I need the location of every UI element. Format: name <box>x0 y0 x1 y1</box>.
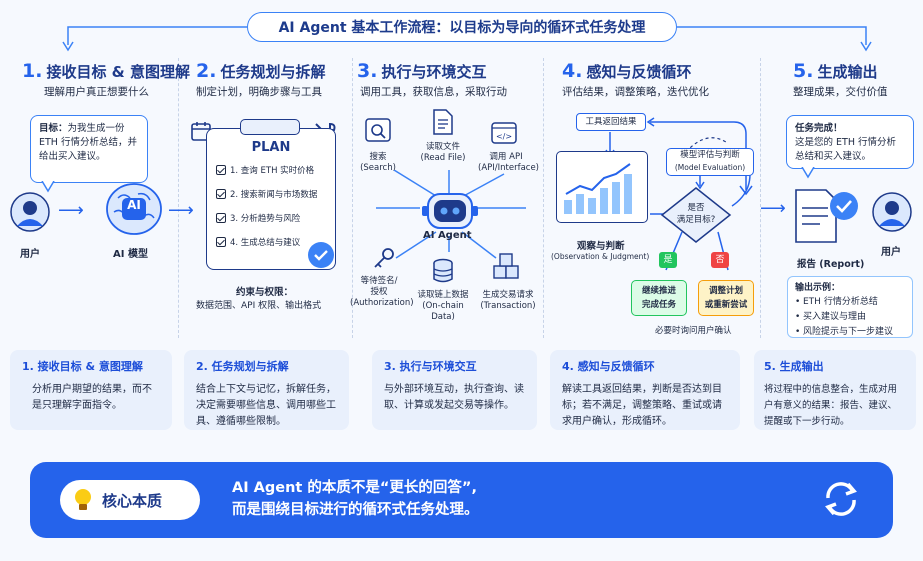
step-1-subtitle: 理解用户真正想要什么 <box>44 86 149 98</box>
core-text: AI Agent 的本质不是“更长的回答”, 而是围绕目标进行的循环式任务处理。 <box>232 480 479 518</box>
transaction-label: 生成交易请求(Transaction) <box>480 290 536 311</box>
step-card: 1. 接收目标 & 意图理解 分析用户期望的结果，而不是只理解字面指令。 <box>10 350 172 430</box>
decision-diamond <box>660 187 732 243</box>
divider <box>178 58 179 338</box>
observe-title: 观察与判断 <box>577 241 625 252</box>
svg-text:</>: </> <box>496 132 512 141</box>
divider <box>760 58 761 338</box>
step-3-title: 3.执行与环境交互 <box>357 60 487 82</box>
search-tool-icon <box>365 118 391 142</box>
arrow-right-icon: ⟶ <box>58 200 84 221</box>
yes-badge: 是 <box>659 252 677 268</box>
key-icon <box>374 248 394 268</box>
bubble-tail <box>801 167 815 179</box>
plan-item: 4. 生成总结与建议 <box>216 230 334 254</box>
plan-title: PLAN <box>251 140 291 155</box>
report-label: 报告 (Report) <box>797 259 865 270</box>
eval-box: 模型评估与判断 (Model Evaluation) <box>666 148 754 176</box>
check-badge-icon <box>308 242 334 268</box>
constraints-text: 数据范围、API 权限、输出格式 <box>196 301 322 311</box>
confirm-text: 必要时询问用户确认 <box>655 326 732 336</box>
step-1-title: 1.接收目标 & 意图理解 <box>22 60 190 82</box>
user-label: 用户 <box>881 247 901 258</box>
step-2-subtitle: 制定计划，明确步骤与工具 <box>196 86 322 98</box>
step-3-subtitle: 调用工具，获取信息，采取行动 <box>360 86 507 98</box>
divider <box>352 58 353 338</box>
api-label: 调用 API(API/Interface) <box>478 152 539 173</box>
blocks-icon <box>493 253 519 279</box>
plan-list: 1. 查询 ETH 实时价格 2. 搜索新闻与市场数据 3. 分析趋势与风险 4… <box>216 158 334 254</box>
chain-label: 读取链上数据(On-chain Data) <box>417 290 469 322</box>
ai-badge: AI <box>127 198 141 212</box>
document-icon <box>433 109 453 135</box>
brain-icon <box>106 183 162 235</box>
user-label: 用户 <box>20 249 40 260</box>
example-item: 风险提示与下一步建议 <box>795 325 905 340</box>
ai-model-label: AI 模型 <box>113 249 148 260</box>
database-icon <box>433 258 453 283</box>
example-item: ETH 行情分析总结 <box>795 295 905 310</box>
continue-box: 继续推进完成任务 <box>631 280 687 316</box>
step-2-title: 2.任务规划与拆解 <box>196 60 326 82</box>
core-label: 核心本质 <box>102 491 163 510</box>
agent-label: AI Agent <box>423 230 472 241</box>
api-icon: </> <box>491 122 517 144</box>
example-box: 输出示例： ETH 行情分析总结 买入建议与理由 风险提示与下一步建议 <box>787 276 913 340</box>
arrow-right-icon: ⟶ <box>168 200 194 221</box>
page-title: AI Agent 基本工作流程：以目标为导向的循环式任务处理 <box>247 12 677 42</box>
report-icon <box>795 189 858 243</box>
decision-text: 是否满足目标? <box>676 203 716 225</box>
user-avatar-icon <box>10 192 50 232</box>
plan-item: 3. 分析趋势与风险 <box>216 206 334 230</box>
plan-item: 1. 查询 ETH 实时价格 <box>216 158 334 182</box>
user-avatar-icon <box>872 192 912 232</box>
bubble-tail <box>41 181 55 193</box>
core-pill: 核心本质 <box>60 480 200 520</box>
goal-label: 目标： <box>39 123 68 134</box>
tool-result-box: 工具返回结果 <box>576 113 646 131</box>
goal-bubble: 目标：为我生成一份ETH 行情分析总结，并给出买入建议。 <box>30 115 148 183</box>
trend-chart-icon <box>564 163 632 214</box>
arrow-right-icon: ⟶ <box>760 198 786 219</box>
step-4-title: 4.感知与反馈循环 <box>562 60 692 82</box>
example-item: 买入建议与理由 <box>795 310 905 325</box>
step-card: 4. 感知与反馈循环 解读工具返回结果，判断是否达到目标；若不满足，调整策略、重… <box>550 350 740 430</box>
clipboard-clip <box>240 119 300 135</box>
read-file-label: 读取文件(Read File) <box>420 142 466 163</box>
lightbulb-icon <box>75 489 91 510</box>
constraints-title: 约束与权限： <box>236 287 294 298</box>
step-5-subtitle: 整理成果，交付价值 <box>793 86 888 98</box>
adjust-box: 调整计划或重新尝试 <box>698 280 754 316</box>
refresh-cycle-icon <box>825 482 857 516</box>
step-4-subtitle: 评估结果，调整策略，迭代优化 <box>562 86 709 98</box>
done-bubble: 任务完成！ 这是您的 ETH 行情分析总结和买入建议。 <box>786 115 914 169</box>
observe-subtitle: (Observation & Judgment) <box>551 252 650 261</box>
step-card: 5. 生成输出 将过程中的信息整合，生成对用户有意义的结果：报告、建议、提醒或下… <box>754 350 916 430</box>
robot-icon <box>422 193 478 229</box>
auth-label: 等待签名/授权(Authorization) <box>350 276 414 308</box>
goal-text: 为我生成一份ETH 行情分析总结，并给出买入建议。 <box>39 123 137 162</box>
search-label: 搜索(Search) <box>360 152 396 173</box>
plan-item: 2. 搜索新闻与市场数据 <box>216 182 334 206</box>
step-5-title: 5.生成输出 <box>793 60 878 82</box>
loop-arrow <box>62 26 872 52</box>
divider <box>543 58 544 338</box>
no-badge: 否 <box>711 252 729 268</box>
step-card: 3. 执行与环境交互 与外部环境互动，执行查询、读取、计算或发起交易等操作。 <box>372 350 537 430</box>
step-card: 2. 任务规划与拆解 结合上下文与记忆，拆解任务，决定需要哪些信息、调用哪些工具… <box>184 350 349 430</box>
